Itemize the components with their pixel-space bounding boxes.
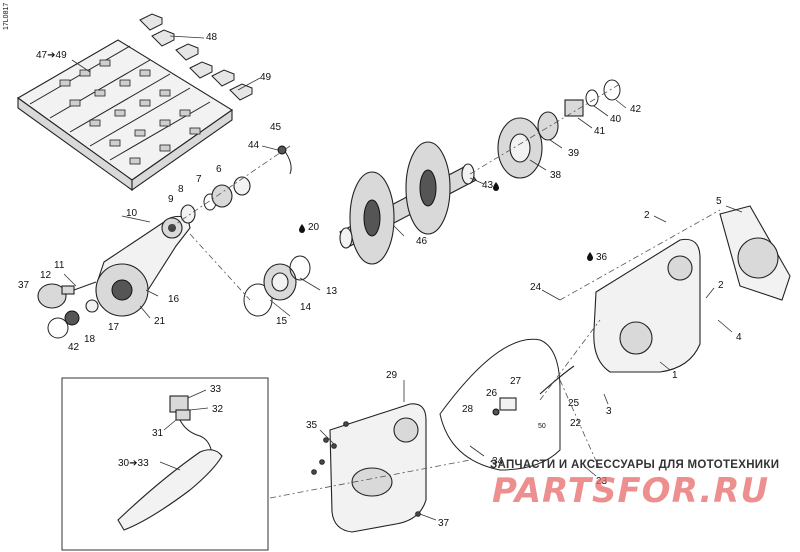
bearing-39 xyxy=(537,111,559,141)
label-32: 32 xyxy=(212,404,224,415)
bearing-stack xyxy=(180,145,292,224)
label-14: 14 xyxy=(300,302,312,313)
flange-38 xyxy=(497,117,543,179)
label-31: 31 xyxy=(152,428,164,439)
label-33: 33 xyxy=(210,384,222,395)
label-42-right: 42 xyxy=(630,104,642,115)
gasket-34 xyxy=(439,338,561,471)
label-8: 8 xyxy=(178,184,184,195)
label-22: 22 xyxy=(570,418,582,429)
label-4: 4 xyxy=(736,332,742,343)
label-13: 13 xyxy=(326,286,338,297)
label-24: 24 xyxy=(530,282,542,293)
label-50: 50 xyxy=(538,423,546,430)
label-6: 6 xyxy=(216,164,222,175)
track-clip-plate xyxy=(16,39,234,192)
label-25: 25 xyxy=(568,398,580,409)
label-37-bottom: 37 xyxy=(438,518,450,529)
label-21: 21 xyxy=(154,316,166,327)
nut-18 xyxy=(64,310,80,326)
label-9: 9 xyxy=(168,194,174,205)
tensioner-25-28 xyxy=(492,365,575,416)
label-17: 17 xyxy=(108,322,120,333)
label-47-49: 47➔49 xyxy=(36,50,67,61)
watermark: ЗАПЧАСТИ И АКСЕССУАРЫ ДЛЯ МОТОТЕХНИКИ PA… xyxy=(490,459,779,511)
label-48: 48 xyxy=(206,32,218,43)
label-27: 27 xyxy=(510,376,522,387)
label-18: 18 xyxy=(84,334,96,345)
label-29: 29 xyxy=(386,370,398,381)
label-10: 10 xyxy=(126,208,138,219)
drive-shaft xyxy=(339,141,477,265)
label-42-left: 42 xyxy=(68,342,80,353)
droplet-icon xyxy=(299,182,593,261)
label-11: 11 xyxy=(54,260,65,271)
sensor-harness xyxy=(117,395,223,531)
bearings-13-15 xyxy=(243,255,311,317)
watermark-tagline: ЗАПЧАСТИ И АКСЕССУАРЫ ДЛЯ МОТОТЕХНИКИ xyxy=(490,459,779,471)
label-16: 16 xyxy=(168,294,180,305)
cap-37 xyxy=(37,283,67,309)
label-40: 40 xyxy=(610,114,622,125)
label-36: 36 xyxy=(596,252,608,263)
label-1: 1 xyxy=(672,370,678,381)
label-43: 43 xyxy=(482,180,494,191)
bolts-35 xyxy=(311,421,421,517)
label-5: 5 xyxy=(716,196,722,207)
label-45: 45 xyxy=(270,122,282,133)
ring-42-left xyxy=(47,317,69,339)
label-20: 20 xyxy=(308,222,320,233)
label-2-right: 2 xyxy=(718,280,724,291)
washer-17 xyxy=(85,299,99,313)
label-35: 35 xyxy=(306,420,318,431)
label-34: 34 xyxy=(492,456,504,467)
inset-box xyxy=(61,377,269,551)
label-46: 46 xyxy=(416,236,428,247)
chaincase-cover xyxy=(329,403,427,533)
callout-labels: 47➔49 48 49 44 45 6 7 8 9 10 11 12 37 16… xyxy=(18,32,742,529)
label-2-top: 2 xyxy=(644,210,650,221)
clips-48-49 xyxy=(139,13,253,101)
cover-5 xyxy=(719,205,791,301)
label-15: 15 xyxy=(276,316,288,327)
label-12: 12 xyxy=(40,270,52,281)
ring-40 xyxy=(585,89,599,107)
label-30-33: 30➔33 xyxy=(118,458,149,469)
label-23: 23 xyxy=(596,476,608,487)
label-41: 41 xyxy=(594,126,606,137)
label-39: 39 xyxy=(568,148,580,159)
chaincase-housing xyxy=(593,238,701,373)
watermark-logo: PARTSFOR.RU xyxy=(492,471,769,511)
ring-42-right xyxy=(603,79,621,101)
hub-41 xyxy=(564,99,584,117)
drawing-code: 17L0817 xyxy=(3,3,10,30)
label-7: 7 xyxy=(196,174,202,185)
bolt-11-12 xyxy=(61,281,97,295)
label-26: 26 xyxy=(486,388,498,399)
label-38: 38 xyxy=(550,170,562,181)
label-44: 44 xyxy=(248,140,260,151)
label-49: 49 xyxy=(260,72,272,83)
label-37-left: 37 xyxy=(18,280,30,291)
label-3: 3 xyxy=(606,406,612,417)
label-28: 28 xyxy=(462,404,474,415)
